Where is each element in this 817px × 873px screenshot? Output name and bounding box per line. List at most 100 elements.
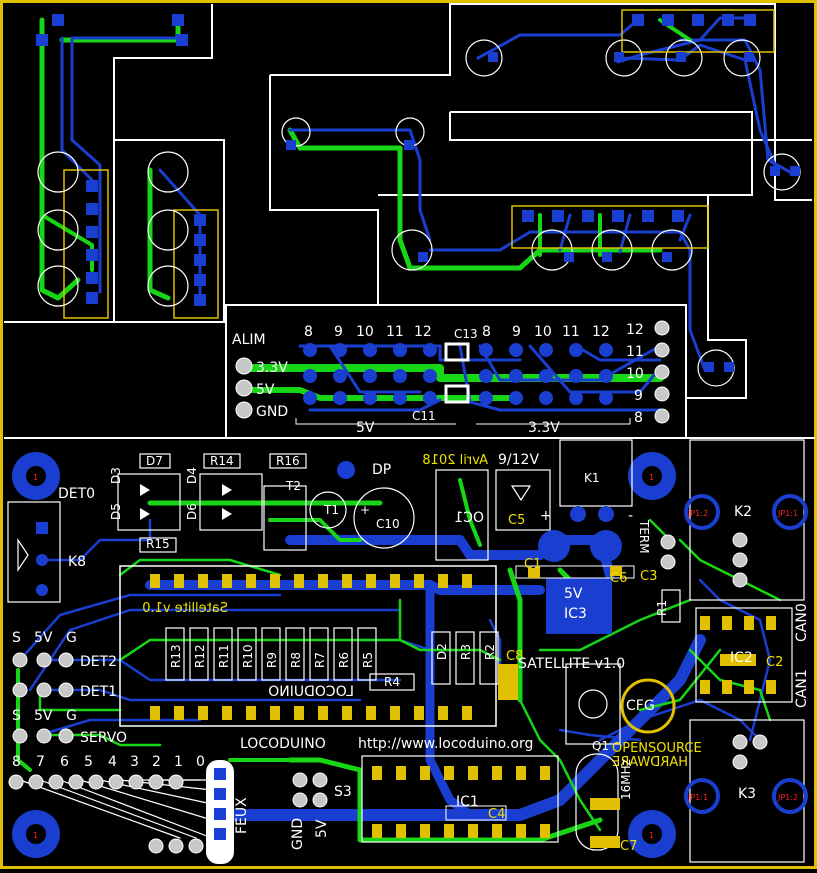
can0-label: CAN0 [794, 603, 810, 642]
top-panel-traces [39, 16, 792, 372]
servo-5v-label: 5V [34, 708, 53, 724]
r10-label: R10 [241, 644, 255, 668]
r12-label: R12 [193, 644, 207, 668]
satellite-rev-label: Satellite v1.0 [142, 601, 228, 616]
locoduino-label: LOCODUINO [240, 736, 326, 752]
bit-4: 4 [108, 754, 117, 770]
satellite-title: SATELLITE v1.0 [518, 656, 625, 672]
d2-label: D2 [435, 643, 449, 660]
mh-4-label: 1 [649, 831, 654, 840]
k1-minus: - [628, 508, 633, 524]
k3-label: K3 [738, 786, 756, 802]
c13-label: C13 [454, 327, 478, 341]
jp-k2-1: JP1:2 [687, 509, 708, 518]
r8-label: R8 [289, 652, 303, 668]
c4-label: C4 [488, 807, 505, 822]
ic2-label: IC2 [730, 650, 753, 666]
5v-vert-label: 5V [314, 819, 330, 838]
det-headers [12, 652, 74, 744]
hdr-l-12: 12 [414, 324, 432, 340]
k1-plus: + [540, 508, 552, 524]
mh-1-label: 1 [33, 473, 38, 482]
bit-2: 2 [152, 754, 161, 770]
r11-label: R11 [217, 644, 231, 668]
alim-5v-label: 5V [256, 382, 275, 398]
alim-label: ALIM [232, 332, 266, 348]
det2-label: DET2 [80, 654, 117, 670]
alim-3v3-label: 3.3V [256, 360, 288, 376]
t2-label: T2 [285, 479, 301, 493]
arduino-pins [150, 574, 472, 720]
oc1-label: OC1 [454, 510, 484, 526]
k2-label: K2 [734, 504, 752, 520]
d6-label: D6 [185, 503, 199, 520]
ic3-label: IC3 [564, 606, 587, 622]
silkscreen-text: ALIM 3.3V 5V GND 8 9 10 11 12 8 9 10 11 … [12, 322, 810, 854]
r16-label: R16 [276, 454, 300, 468]
hdr-l-8: 8 [304, 324, 313, 340]
bit-6: 6 [60, 754, 69, 770]
q1-label: Q1 [592, 739, 609, 753]
k8-label: K8 [68, 554, 86, 570]
side-11: 11 [626, 344, 644, 360]
d4-label: D4 [185, 467, 199, 484]
c1-label: C1 [524, 557, 541, 572]
c10-plus: + [360, 503, 370, 517]
url-label: http://www.locoduino.org [358, 736, 533, 752]
r6-label: R6 [337, 652, 351, 668]
c6-label: C6 [610, 571, 627, 586]
d7-label: D7 [146, 454, 163, 468]
r14-label: R14 [210, 454, 234, 468]
hdr-r-8: 8 [482, 324, 491, 340]
bit-7: 7 [36, 754, 45, 770]
term-label: TERM [637, 519, 651, 554]
side-12: 12 [626, 322, 644, 338]
det1-label: DET1 [80, 684, 117, 700]
r7-label: R7 [313, 652, 327, 668]
t1-label: T1 [323, 503, 339, 517]
hdr-r-9: 9 [512, 324, 521, 340]
side-8: 8 [634, 410, 643, 426]
hdr-l-9: 9 [334, 324, 343, 340]
ic1-label: IC1 [456, 794, 479, 810]
mounting-holes [12, 452, 676, 858]
det0-label: DET0 [58, 486, 95, 502]
c11-label: C11 [412, 409, 436, 423]
det2-g-label: G [66, 630, 77, 646]
side-9: 9 [634, 388, 643, 404]
r15-label: R15 [146, 537, 170, 551]
v912-label: 9/12V [498, 452, 539, 468]
locoduino-mirror-label: LOCODUINO [268, 684, 354, 700]
side-10: 10 [626, 366, 644, 382]
d3-label: D3 [109, 467, 123, 484]
servo-label: SERVO [80, 730, 127, 746]
servo-g-label: G [66, 708, 77, 724]
jp-k3-1: JP1:1 [687, 793, 708, 802]
panel-outlines [4, 3, 815, 439]
can1-label: CAN1 [794, 669, 810, 708]
crystal-freq-label: 16MHz [619, 759, 633, 800]
d5-label: D5 [109, 503, 123, 520]
date-label: Avril 2018 [422, 453, 488, 468]
hdr-r-10: 10 [534, 324, 552, 340]
main-parts [7, 439, 808, 864]
mh-3-label: 1 [33, 831, 38, 840]
oshw-line1: OPENSOURCE [612, 741, 702, 756]
bit-1: 1 [174, 754, 183, 770]
k1-label: K1 [584, 471, 600, 485]
r2-label: R2 [483, 644, 497, 660]
hdr-r-12: 12 [592, 324, 610, 340]
r5-label: R5 [361, 652, 375, 668]
jp-k2-2: JP1:1 [777, 509, 798, 518]
cfg-label: CFG [626, 698, 655, 714]
c10-label: C10 [376, 517, 400, 531]
mh-2-label: 1 [649, 473, 654, 482]
hdr-r-11: 11 [562, 324, 580, 340]
feux-label: FEUX [234, 797, 250, 834]
hdr-l-10: 10 [356, 324, 374, 340]
c5-label: C5 [508, 513, 525, 528]
r1-label: R1 [655, 600, 669, 616]
